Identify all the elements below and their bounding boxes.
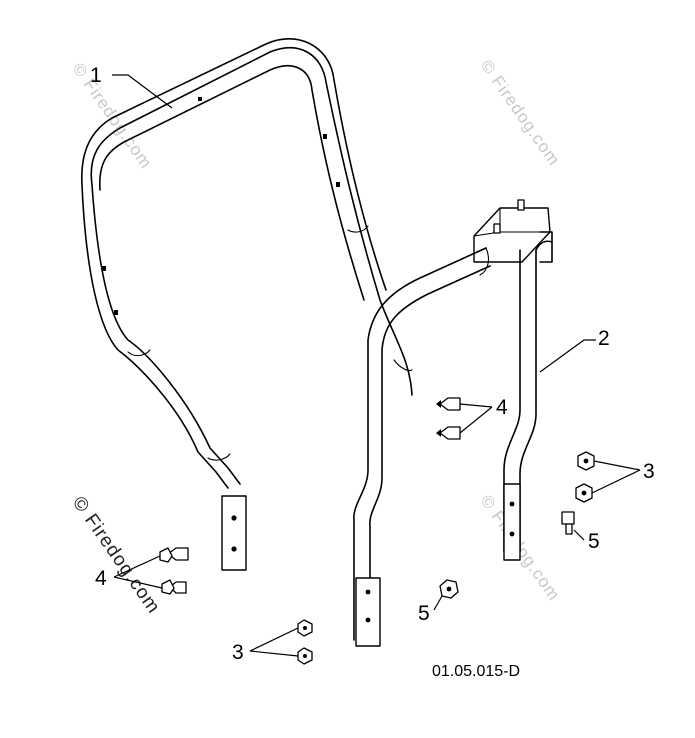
nut-3-bottom-b [297, 647, 313, 665]
mount-hole [509, 501, 515, 507]
loop-frame-part-1 [81, 38, 413, 571]
tube-hole [102, 266, 106, 271]
watermark-top-right: © Firedog.com [477, 56, 564, 169]
callout-5-right: 5 [588, 530, 600, 553]
mount-hole [509, 531, 515, 537]
rear-frame-part-2 [353, 199, 553, 647]
tube-hole [114, 310, 118, 315]
callout-5-bottom: 5 [418, 602, 430, 625]
callout-4-left: 4 [95, 567, 107, 590]
callout-2: 2 [598, 327, 610, 350]
bolt-4-left-a [159, 547, 189, 563]
mount-hole [231, 515, 237, 521]
mount-hole [365, 589, 371, 595]
bolt-4-upper-a [436, 397, 461, 411]
bolt-4-left-b [161, 579, 187, 595]
callouts: 1 2 4 3 5 4 3 5 [90, 64, 655, 664]
tube-hole [323, 134, 327, 139]
nut-3-bottom-a [297, 619, 313, 637]
drawing-code: 01.05.015-D [432, 663, 520, 680]
leader-lines [112, 74, 641, 657]
bolt-5-right [561, 511, 575, 535]
watermark-bottom-left: © Firedog.com [68, 493, 164, 618]
callout-1: 1 [90, 64, 102, 87]
callout-3-bottom: 3 [232, 641, 244, 664]
watermarks: © Firedog.com © Firedog.com © Firedog.co… [68, 56, 564, 617]
nut-3-right-a [577, 451, 595, 471]
tube-hole [336, 182, 340, 187]
tube-hole [198, 97, 202, 101]
nut-5-bottom [439, 579, 459, 599]
callout-4-upper: 4 [496, 396, 508, 419]
bolt-4-upper-b [436, 426, 461, 440]
callout-3-right: 3 [643, 460, 655, 483]
mount-hole [365, 617, 371, 623]
mount-hole [231, 546, 237, 552]
nut-3-right-b [575, 483, 593, 503]
